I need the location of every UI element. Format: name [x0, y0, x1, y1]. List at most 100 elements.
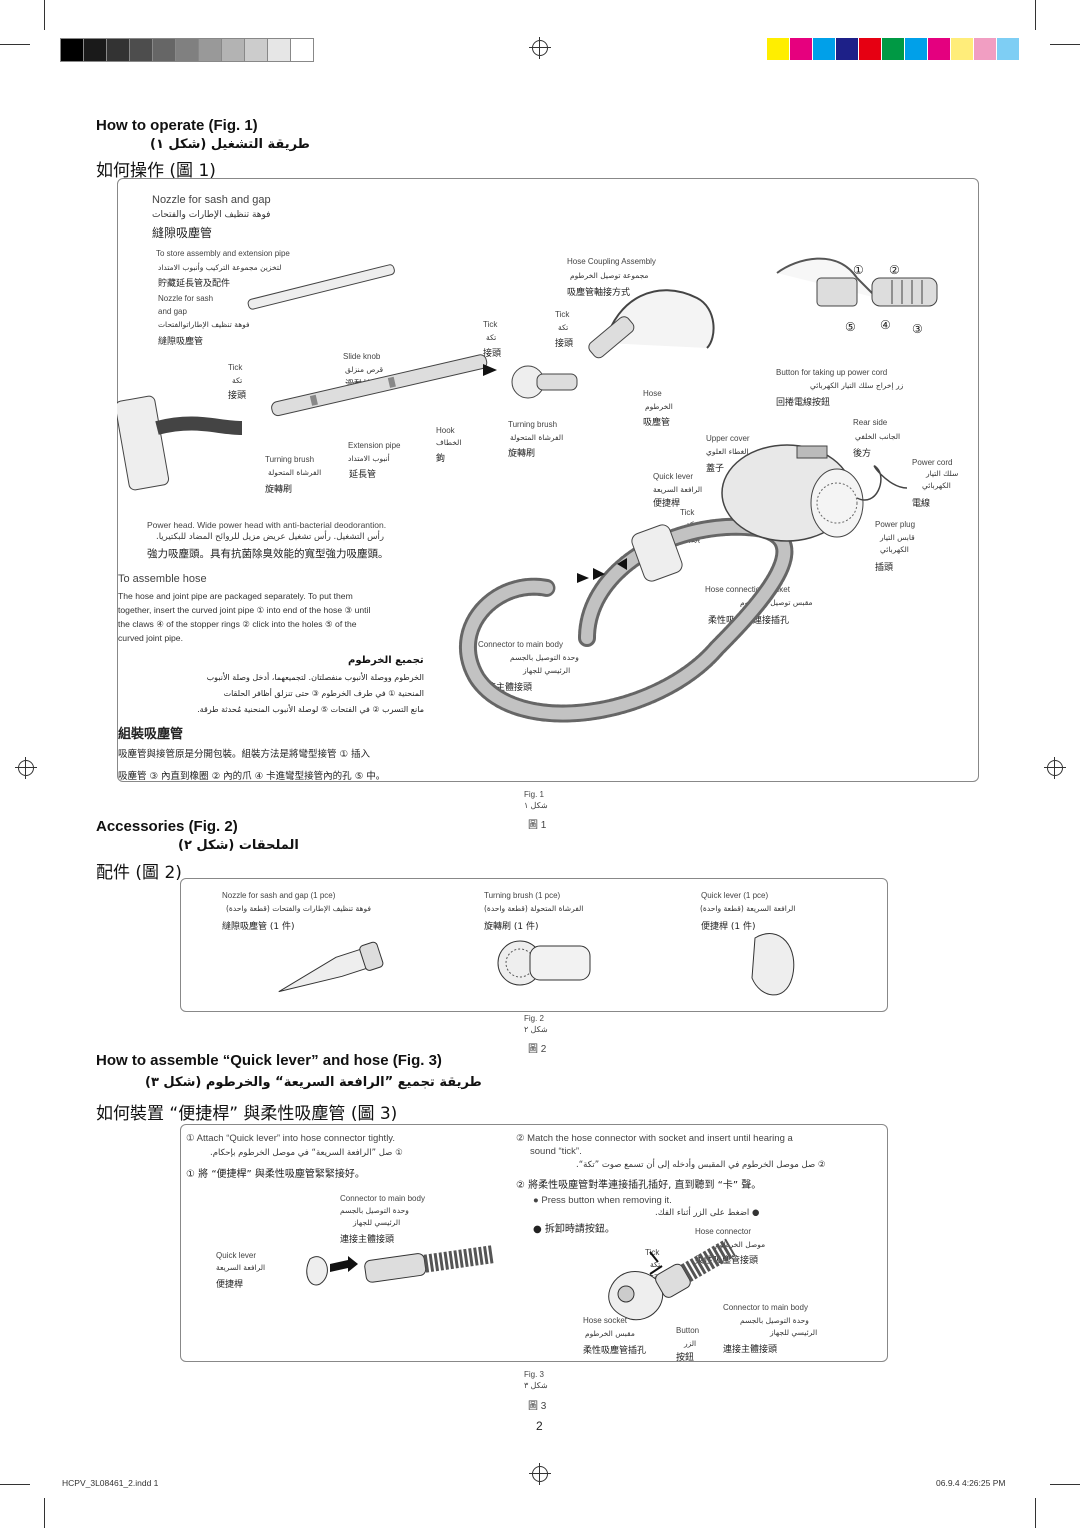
f3-tick-ar: تكة	[650, 1260, 661, 1269]
figure-3-caption-en: Fig. 3	[524, 1370, 545, 1379]
power-head-desc-en: Power head. Wide power head with anti-ba…	[147, 520, 387, 530]
section-title-assemble-zh: 如何裝置 “便捷桿” 與柔性吸塵管 (圖 3)	[96, 1104, 398, 1124]
quick-lever-label-zh: 便捷桿	[653, 499, 681, 509]
assemble-hose-body-en: The hose and joint pipe are packaged sep…	[118, 589, 418, 645]
gray-swatch	[152, 38, 176, 62]
step-2-en-1: ② Match the hose connector with socket a…	[516, 1133, 793, 1144]
f3-quick-lever-ar: الرافعة السريعة	[216, 1263, 266, 1272]
section-title-accessories-zh: 配件 (圖 2)	[96, 863, 182, 883]
power-cord-label-ar-2: الكهربائي	[922, 481, 951, 490]
registration-mark-left-icon	[15, 757, 37, 779]
assemble-ar-line: الخرطوم ووصلة الأنبوب منفصلتان. لتجميعهم…	[206, 673, 424, 682]
assemble-ar-line: مانع التسرب ② في الفتحات ⑤ لوصلة الأنبوب…	[197, 705, 424, 714]
figure-3-illustration	[306, 1238, 736, 1321]
figure-1-illustration	[117, 257, 938, 723]
nozzle2-label-en-2: and gap	[158, 307, 187, 316]
step-1-en: ① Attach “Quick lever” into hose connect…	[186, 1133, 395, 1144]
turning-brush-label-b-zh: 旋轉刷	[508, 449, 536, 459]
power-plug-label-ar-2: الكهربائي	[880, 545, 909, 554]
connector-label-zh: 連接主體接頭	[478, 683, 533, 693]
hose-label-ar: الخرطوم	[645, 402, 673, 411]
cord-button-label-ar: زر إخراج سلك التيار الكهربائي	[810, 381, 904, 390]
step-1-ar: ① صل ”الرافعة السريعة“ في موصل الخرطوم ب…	[210, 1148, 403, 1158]
section-title-accessories-ar: الملحقات (شكل ٢)	[178, 838, 299, 853]
registration-mark-bottom-icon	[529, 1463, 551, 1485]
rear-side-label-en: Rear side	[853, 418, 888, 427]
connector-label-ar-1: وحدة التوصيل بالجسم	[510, 653, 579, 662]
turning-brush-label-b-en: Turning brush	[508, 420, 558, 429]
assemble-en-line: The hose and joint pipe are packaged sep…	[118, 591, 353, 601]
f3-connector-ar-1: وحدة التوصيل بالجسم	[340, 1206, 409, 1215]
f3-connector2-ar-2: الرئيسي للجهاز	[770, 1328, 818, 1337]
figure-2-caption-zh: 圖 2	[528, 1044, 547, 1055]
extension-pipe-label-zh: 延長管	[349, 470, 377, 480]
cord-button-label-zh: 回捲電線按鈕	[776, 398, 831, 408]
color-swatch	[836, 38, 858, 60]
f3-connector-ar-2: الرئيسي للجهاز	[353, 1218, 401, 1227]
hook-label-zh: 鉤	[436, 454, 446, 464]
accessory-2-ar: الفرشاة المتحولة (قطعة واحدة)	[484, 904, 584, 913]
registration-mark-top-icon	[529, 37, 551, 59]
f3-button-ar: الزر	[684, 1339, 697, 1348]
f3-hose-socket-zh: 柔性吸塵管插孔	[583, 1346, 647, 1356]
turning-brush-label-a-zh: 旋轉刷	[265, 485, 293, 495]
assemble-en-line: together, insert the curved joint pipe ①…	[118, 605, 371, 615]
assemble-zh-line: 吸塵管與接管原是分開包裝。組裝方法是將彎型接管 ① 插入	[118, 749, 371, 760]
gray-swatch	[290, 38, 314, 62]
store-label-ar: لتخزين مجموعة التركيب وأنبوب الامتداد	[158, 263, 282, 272]
section-title-operate-zh: 如何操作 (圖 1)	[96, 161, 216, 181]
color-swatch	[905, 38, 927, 60]
gray-swatch	[60, 38, 84, 62]
f3-connector-zh: 連接主體接頭	[340, 1235, 395, 1245]
f3-connector-en: Connector to main body	[340, 1194, 425, 1203]
connector-label-ar-2: الرئيسي للجهاز	[523, 666, 571, 675]
upper-cover-label-ar: الغطاء العلوي	[706, 447, 749, 456]
gray-swatch	[175, 38, 199, 62]
nozzle2-label-en-1: Nozzle for sash	[158, 294, 214, 303]
store-label-en: To store assembly and extension pipe	[156, 249, 290, 258]
f3-connector2-ar-1: وحدة التوصيل بالجسم	[740, 1316, 809, 1325]
power-plug-label-en: Power plug	[875, 520, 916, 529]
assemble-en-line: the claws ④ of the stopper rings ② click…	[118, 619, 357, 629]
turning-brush-label-a-en: Turning brush	[265, 455, 315, 464]
step-2-en-2: sound “tick”.	[530, 1146, 582, 1157]
gray-swatch	[244, 38, 268, 62]
step-1-zh: ① 將 “便捷桿” 與柔性吸塵管緊緊接好。	[186, 1169, 365, 1180]
figure-1-caption-en: Fig. 1	[524, 790, 545, 799]
nozzle-label-ar: فوهة تنظيف الإطارات والفتحات	[152, 210, 271, 220]
nozzle-label-zh: 縫隙吸塵管	[152, 226, 213, 240]
section-title-assemble-en: How to assemble “Quick lever” and hose (…	[96, 1052, 442, 1069]
hook-label-en: Hook	[436, 426, 455, 435]
color-swatch	[767, 38, 789, 60]
f3-hose-connector-ar: موصل الخرطوم	[715, 1240, 766, 1249]
figure-2-caption-en: Fig. 2	[524, 1014, 545, 1023]
num-5-icon: ⑤	[845, 320, 856, 334]
section-title-operate-en: How to operate (Fig. 1)	[96, 117, 258, 134]
hose-label-en: Hose	[643, 389, 662, 398]
quick-lever-label-en: Quick lever	[653, 472, 694, 481]
gray-swatch	[129, 38, 153, 62]
upper-cover-label-en: Upper cover	[706, 434, 750, 443]
num-3-icon: ③	[912, 322, 923, 336]
power-head-desc-zh: 強力吸塵頭。具有抗菌除臭效能的寬型強力吸塵頭。	[147, 548, 389, 560]
store-label-zh: 貯藏延長管及配件	[158, 279, 231, 289]
accessory-3-zh: 便捷桿 (1 件)	[701, 922, 756, 932]
tick-label-b-zh: 接頭	[483, 349, 502, 359]
tick-label-d-en: Tick	[680, 508, 695, 517]
assemble-ar-line: المنحنية ① في طرف الخرطوم ③ حتى تنزلق أظ…	[223, 689, 424, 698]
assemble-hose-title-en: To assemble hose	[118, 573, 207, 585]
footer-filename: HCPV_3L08461_2.indd 1	[62, 1478, 159, 1488]
section-title-accessories-en: Accessories (Fig. 2)	[96, 818, 238, 835]
rear-side-label-zh: 後方	[853, 449, 872, 459]
assemble-zh-line: 吸塵管 ③ 內直到橡圈 ② 內的爪 ④ 卡進彎型接管內的孔 ⑤ 中。	[118, 771, 386, 782]
figure-1-caption-zh: 圖 1	[528, 820, 547, 831]
gray-swatch	[267, 38, 291, 62]
turning-brush-label-a-ar: الفرشاة المتحولة	[268, 468, 322, 477]
f3-connector2-en: Connector to main body	[723, 1303, 808, 1312]
color-swatch	[882, 38, 904, 60]
figure-3-caption-zh: 圖 3	[528, 1401, 547, 1412]
f3-quick-lever-en: Quick lever	[216, 1251, 257, 1260]
accessory-2-zh: 旋轉刷 (1 件)	[484, 922, 539, 932]
power-cord-label-en: Power cord	[912, 458, 953, 467]
accessory-2-en: Turning brush (1 pce)	[484, 891, 561, 900]
